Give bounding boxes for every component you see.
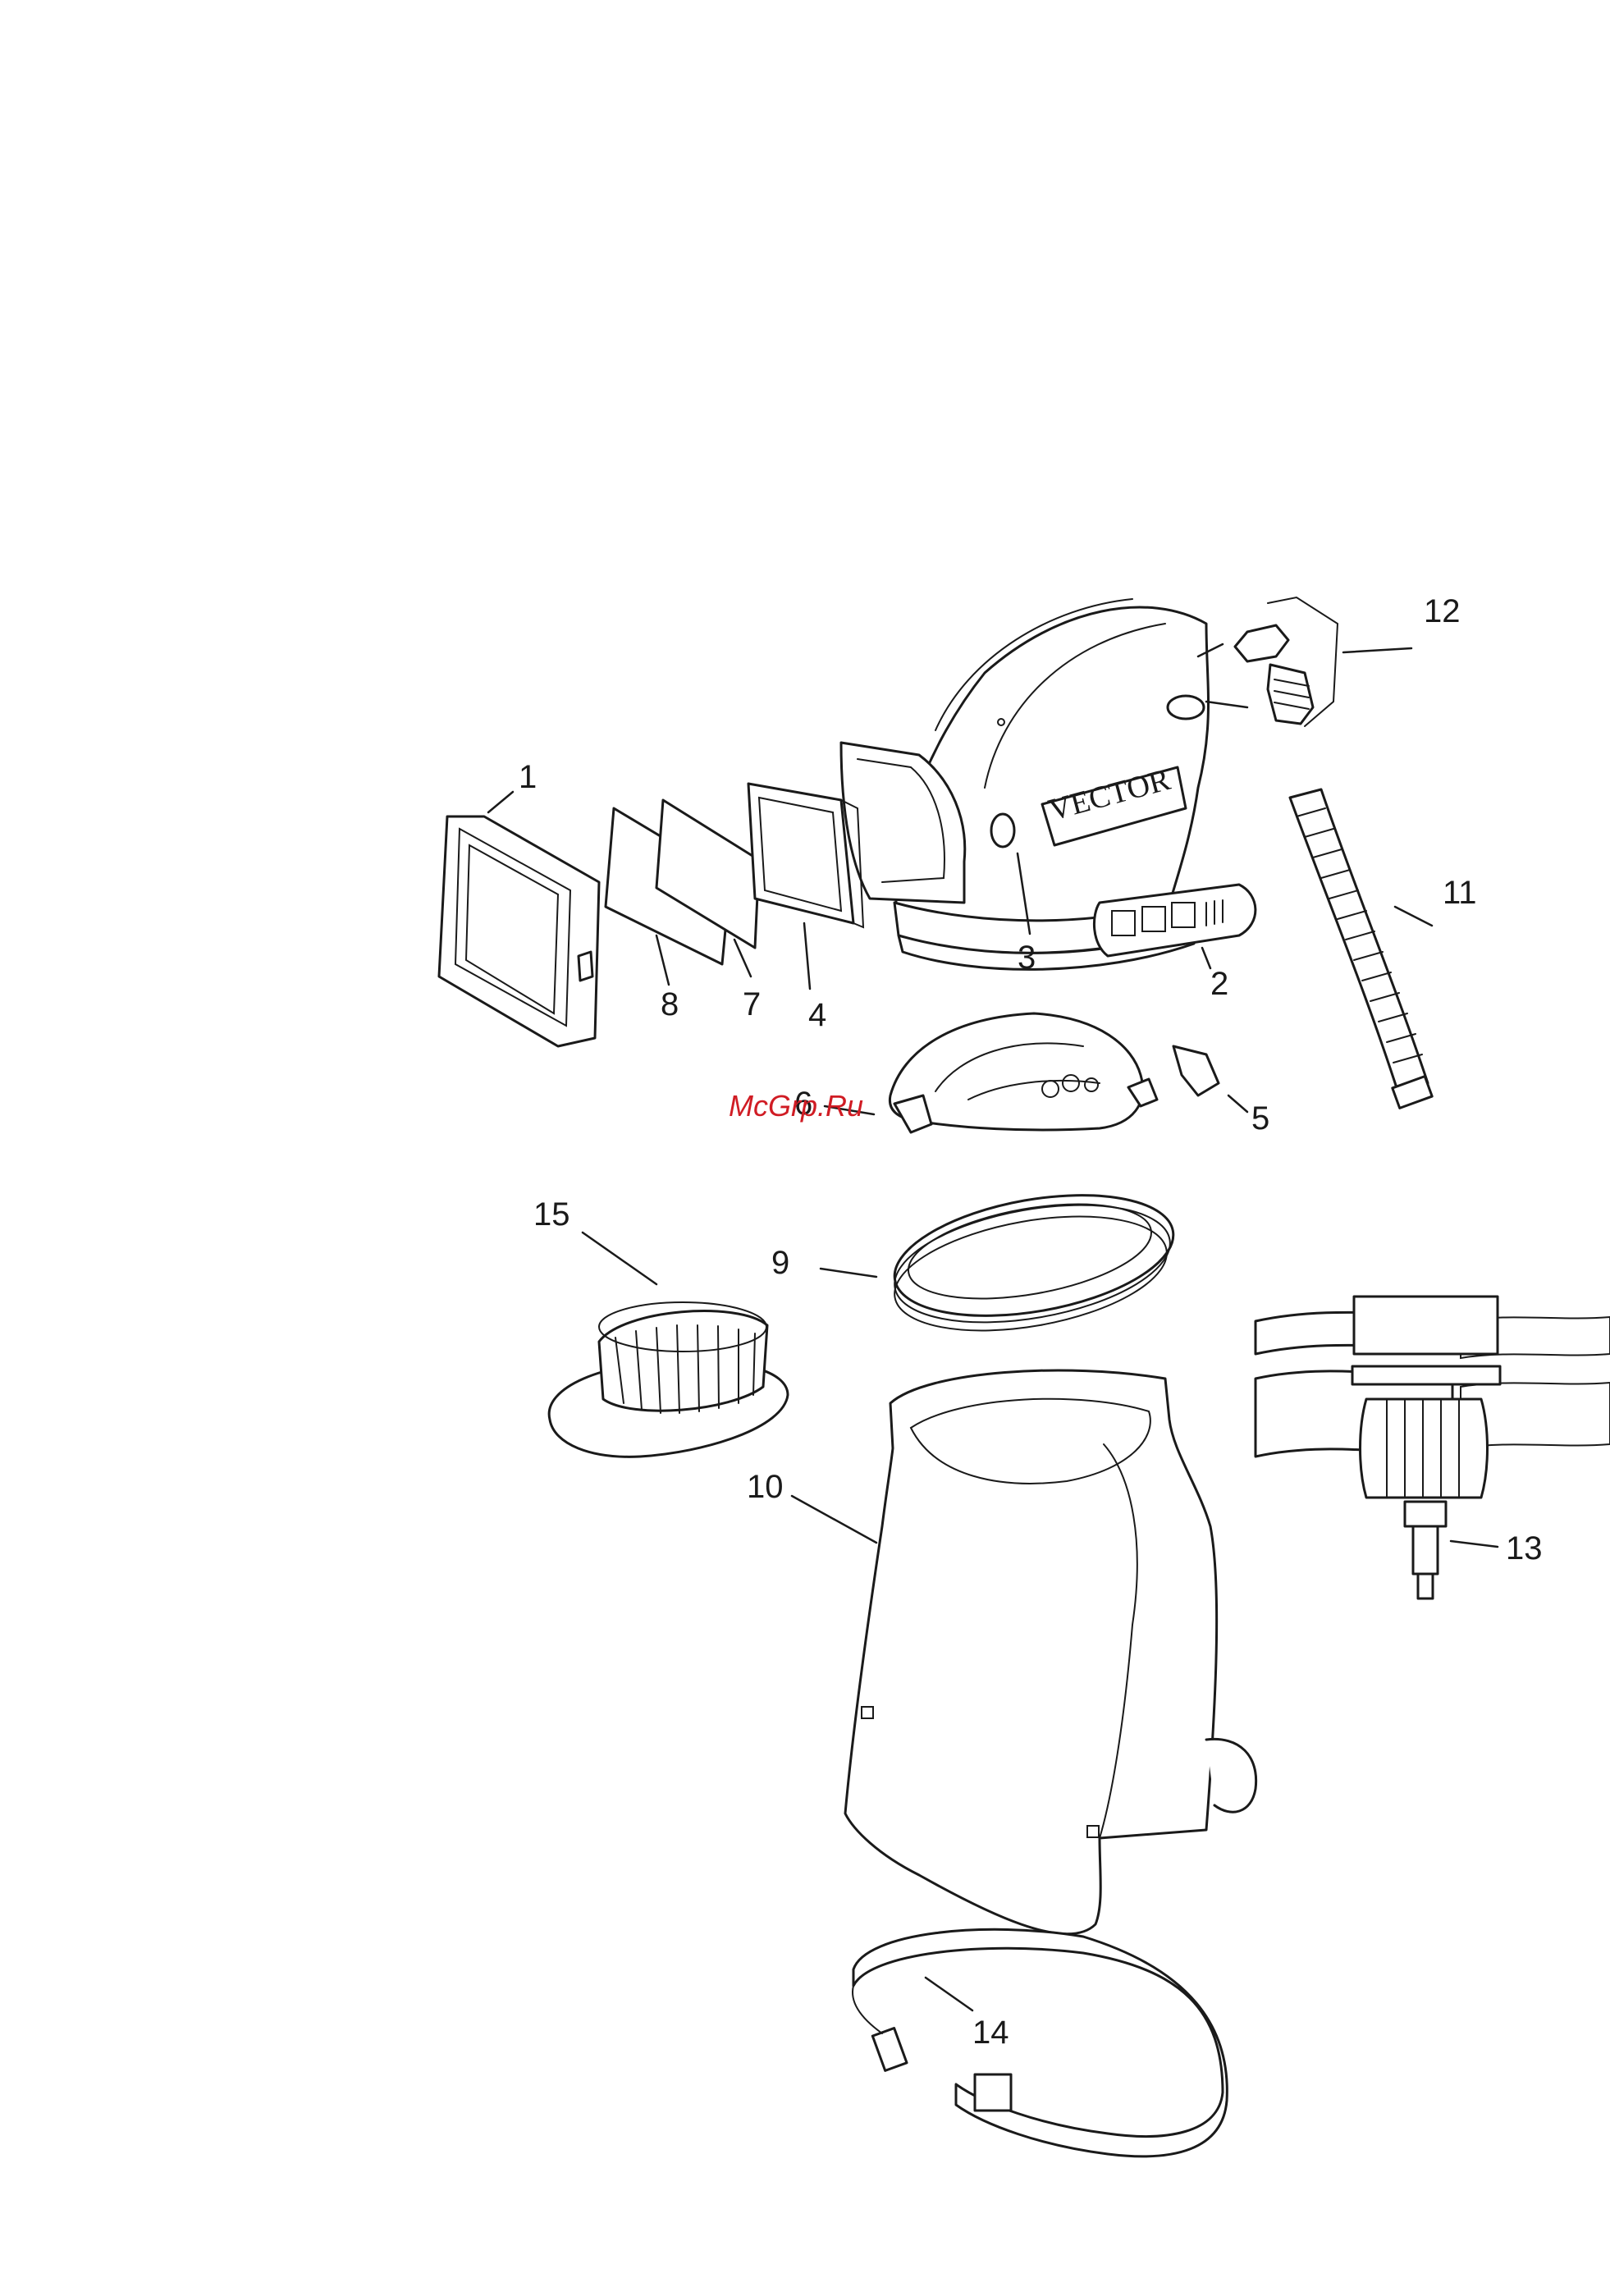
part-1-outer-lens-frame bbox=[439, 816, 599, 1046]
watermark-label: McGrp.Ru bbox=[729, 1089, 863, 1123]
callout-2: 2 bbox=[1210, 966, 1228, 1002]
part-15-inner-collar bbox=[549, 1302, 788, 1457]
callout-1: 1 bbox=[519, 759, 537, 795]
callout-4: 4 bbox=[808, 997, 826, 1033]
callout-3: 3 bbox=[1018, 940, 1036, 976]
callout-12: 12 bbox=[1424, 593, 1461, 629]
part-6-headband-suspension bbox=[890, 1013, 1157, 1132]
callout-15: 15 bbox=[533, 1196, 570, 1233]
part-9-neck-ring bbox=[885, 1176, 1182, 1349]
callout-8: 8 bbox=[661, 986, 679, 1022]
part-13-belt-valve bbox=[1256, 1297, 1610, 1599]
part-11-breathing-tube bbox=[1290, 789, 1432, 1108]
part-10-cape bbox=[845, 1370, 1256, 1934]
part-12-tube-fittings bbox=[1235, 597, 1338, 726]
callout-7: 7 bbox=[743, 986, 761, 1022]
callout-11: 11 bbox=[1443, 875, 1477, 911]
callout-14: 14 bbox=[972, 2015, 1009, 2051]
callout-13: 13 bbox=[1506, 1530, 1543, 1566]
part-14-waist-belt bbox=[853, 1929, 1227, 2157]
callout-5: 5 bbox=[1251, 1100, 1269, 1137]
callout-10: 10 bbox=[747, 1469, 784, 1505]
window-latch-icon bbox=[991, 814, 1014, 847]
part-5-headband-clip bbox=[1173, 1046, 1219, 1095]
callout-9: 9 bbox=[771, 1245, 789, 1281]
